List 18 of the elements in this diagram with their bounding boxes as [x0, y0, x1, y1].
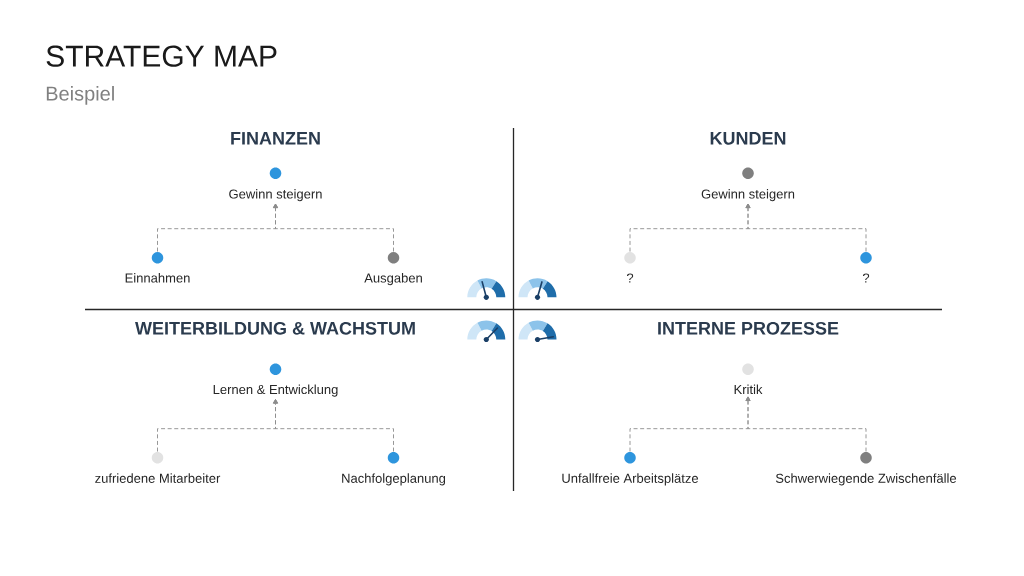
goal-label: Lernen & Entwicklung	[213, 384, 338, 397]
goal-label: Schwerwiegende Zwischenfälle	[775, 473, 957, 486]
section-heading: FINANZEN	[231, 132, 320, 145]
goal-label: Ausgaben	[364, 273, 422, 286]
goal-label: ?	[862, 273, 870, 283]
subtitle: Beispiel	[46, 86, 114, 105]
goal-label: Gewinn steigern	[701, 189, 795, 202]
section-heading: WEITERBILDUNG & WACHSTUM	[135, 321, 415, 335]
section-heading: KUNDEN	[710, 132, 786, 145]
goal-label: Kritik	[734, 384, 763, 395]
goal-label: Unfallfreie Arbeitsplätze	[562, 473, 699, 486]
goal-label: Gewinn steigern	[229, 189, 322, 202]
goal-label: Einnahmen	[125, 273, 190, 283]
goal-label: Nachfolgeplanung	[342, 473, 446, 486]
goal-label: ?	[626, 273, 634, 283]
goal-label: zufriedene Mitarbeiter	[95, 473, 221, 483]
title: STRATEGY MAP	[46, 45, 277, 67]
section-heading: INTERNE PROZESSE	[658, 321, 839, 335]
